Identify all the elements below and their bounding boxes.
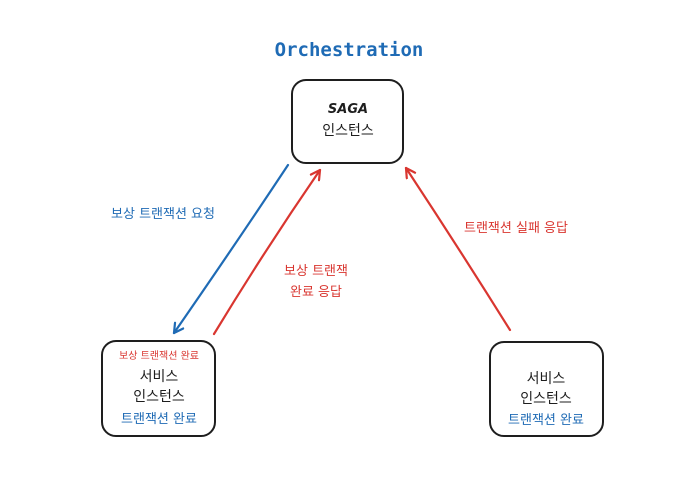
transaction-complete-note-left: 트랜잭션 완료 — [121, 412, 197, 427]
compensation-done-response-arrow — [212, 168, 322, 336]
compensation-done-label-line2: 완료 응답 — [290, 285, 342, 300]
service-label-right: 서비스 — [527, 371, 566, 387]
service-label-left: 서비스 — [140, 369, 179, 385]
compensation-request-arrow — [172, 163, 290, 335]
saga-instance-label: 인스턴스 — [322, 123, 374, 139]
saga-instance-box: SAGA 인스턴스 — [291, 79, 404, 164]
transaction-complete-note-right: 트랜잭션 완료 — [508, 413, 584, 428]
transaction-fail-response-arrow — [404, 166, 512, 332]
saga-label: SAGA — [328, 102, 368, 117]
transaction-fail-label: 트랜잭션 실패 응답 — [464, 221, 568, 236]
compensation-request-label: 보상 트랜잭션 요청 — [111, 207, 215, 222]
service-instance-right-box: 서비스 인스턴스 트랜잭션 완료 — [489, 341, 604, 437]
diagram-title: Orchestration — [275, 39, 424, 61]
service-instance-label-right: 인스턴스 — [520, 391, 572, 407]
compensation-complete-note: 보상 트랜잭션 완료 — [119, 350, 199, 362]
service-instance-left-box: 보상 트랜잭션 완료 서비스 인스턴스 트랜잭션 완료 — [101, 340, 216, 437]
compensation-done-label-line1: 보상 트랜잭 — [284, 264, 348, 279]
service-instance-label-left: 인스턴스 — [133, 389, 185, 405]
